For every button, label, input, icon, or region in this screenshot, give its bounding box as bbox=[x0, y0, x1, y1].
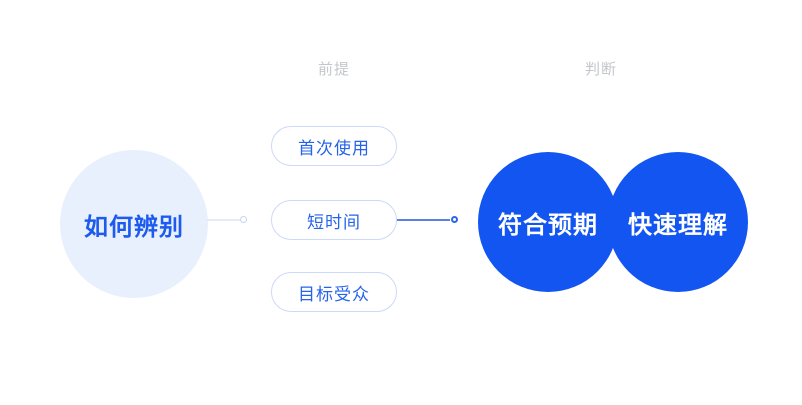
connector-line-right bbox=[397, 219, 450, 221]
judgment-column-label: 判断 bbox=[584, 61, 617, 78]
source-circle: 如何辨别 bbox=[60, 150, 208, 298]
judgment-circle-quick-understanding: 快速理解 bbox=[608, 152, 748, 292]
connector-endpoint-left bbox=[240, 216, 247, 223]
connector-endpoint-right bbox=[451, 216, 458, 223]
connector-line-left bbox=[206, 219, 240, 221]
judgment-circle-meets-expectations: 符合预期 bbox=[478, 152, 618, 292]
premise-pill-short-time-label: 短时间 bbox=[307, 212, 361, 232]
source-circle-label: 如何辨别 bbox=[84, 213, 184, 241]
premise-pill-first-use: 首次使用 bbox=[271, 126, 397, 166]
premise-pill-target-audience-label: 目标受众 bbox=[298, 284, 370, 304]
premise-pill-short-time: 短时间 bbox=[271, 200, 397, 240]
judgment-circle-meets-expectations-label: 符合预期 bbox=[498, 211, 598, 239]
premise-pill-first-use-label: 首次使用 bbox=[298, 138, 370, 158]
premise-pill-target-audience: 目标受众 bbox=[271, 272, 397, 312]
premise-column-label: 前提 bbox=[317, 61, 350, 78]
judgment-circle-quick-understanding-label: 快速理解 bbox=[628, 211, 728, 239]
